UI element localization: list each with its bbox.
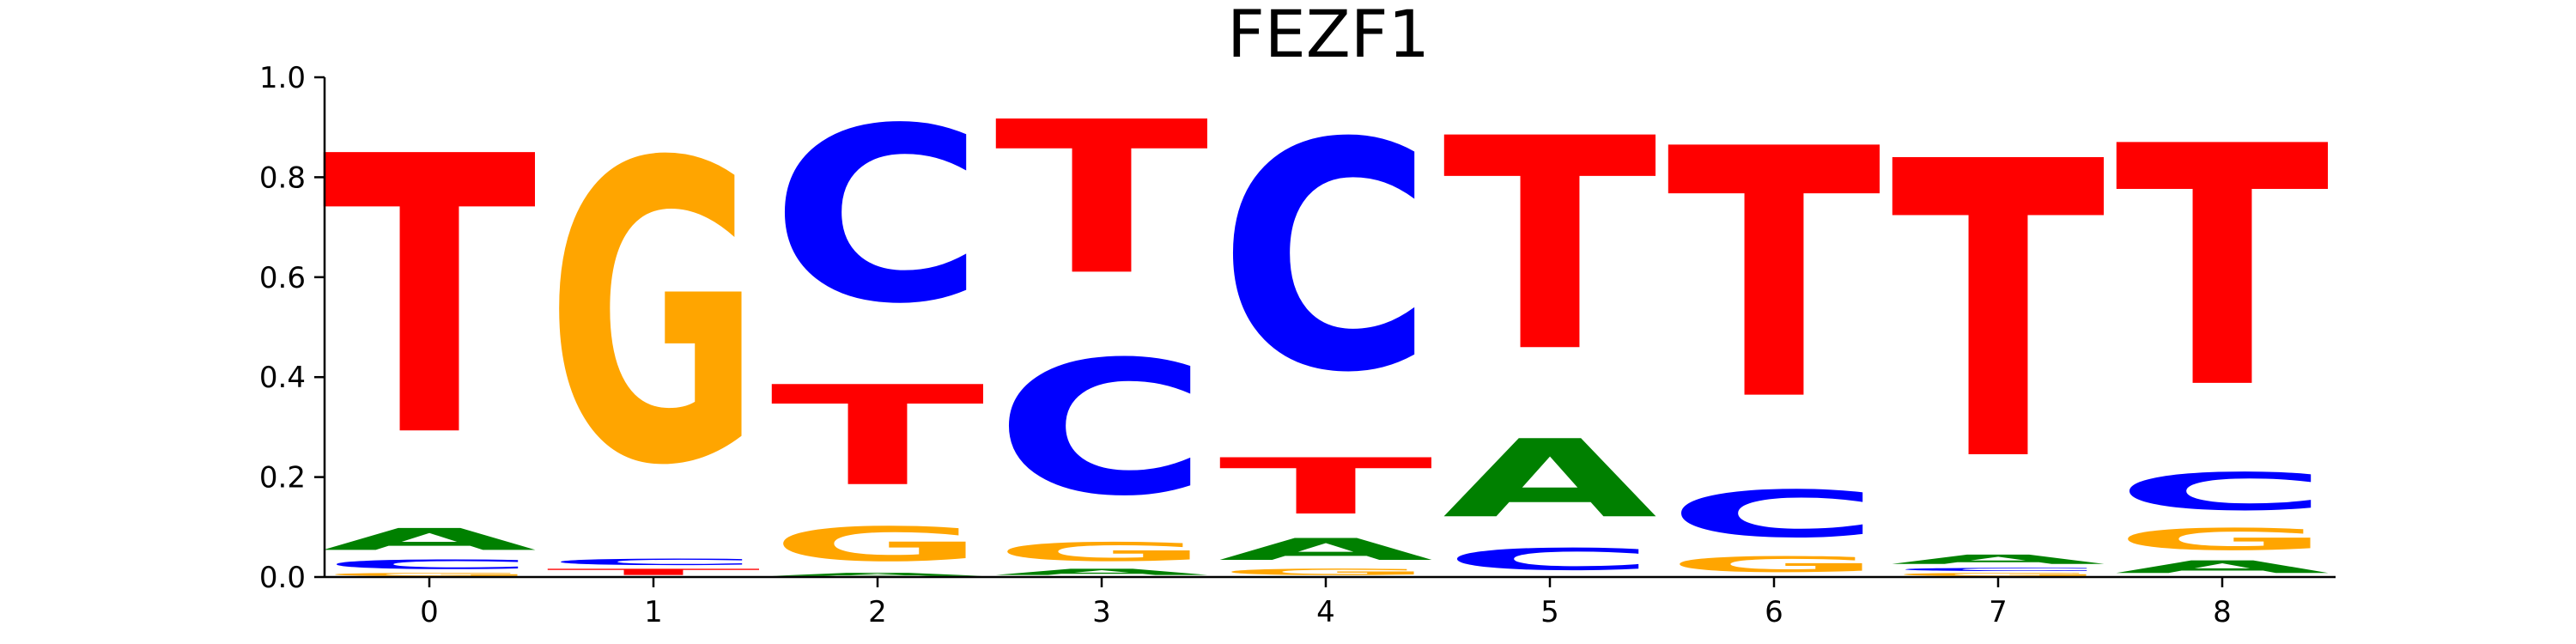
logo-letter-t: T	[322, 77, 538, 521]
logo-letter-c: C	[2115, 462, 2330, 522]
x-tick-label: 3	[1092, 595, 1111, 629]
logo-letter-a: A	[2115, 557, 2330, 577]
x-tick-label: 4	[1316, 595, 1335, 629]
x-axis: 0 1 2 3 4 5 6 7 8	[325, 575, 2336, 629]
x-tick-label: 5	[1540, 595, 1559, 629]
logo-letter-g: G	[770, 517, 985, 572]
logo-letter-g: G	[2115, 522, 2330, 557]
logo-letter-g: G	[322, 572, 537, 577]
logo-letter-c: C	[1218, 76, 1433, 441]
logo-letter-g: G	[1891, 572, 2105, 577]
y-tick-label: 0.8	[259, 161, 306, 195]
logo-letter-g: G	[1667, 552, 1881, 577]
y-axis: 0.0 0.2 0.4 0.6 0.8 1.0	[259, 61, 326, 595]
y-tick-label: 0.2	[259, 461, 306, 495]
y-tick-label: 0.0	[259, 561, 306, 595]
x-tick-label: 7	[1989, 595, 2008, 629]
logo-letter-c: C	[1667, 477, 1881, 552]
logo-letter-c: C	[1891, 567, 2105, 572]
logo-letter-a: A	[322, 522, 537, 557]
logo-letter-t: T	[1443, 77, 1659, 416]
chart-title: FEZF1	[1227, 0, 1430, 72]
logo-letter-t: T	[770, 357, 987, 517]
logo-letter-c: C	[322, 557, 537, 572]
logo-letter-g: G	[546, 76, 761, 556]
logo-letter-a: A	[770, 572, 985, 577]
x-tick-label: 0	[420, 595, 439, 629]
logo-letter-g: G	[1218, 567, 1433, 577]
logo-letter-a: A	[1443, 417, 1657, 542]
logo-letter-t: T	[546, 567, 762, 577]
logo-letter-c: C	[770, 76, 985, 356]
logo-letter-t: T	[1891, 76, 2107, 550]
logo-letter-c: C	[546, 557, 761, 568]
logo-letter-t: T	[1667, 77, 1883, 477]
y-tick-label: 0.6	[259, 261, 306, 295]
logo-letter-a: A	[1218, 532, 1433, 568]
logo-letter-a: A	[994, 567, 1209, 577]
logo-letter-g: G	[994, 537, 1209, 567]
x-tick-label: 6	[1765, 595, 1783, 629]
logo-letter-t: T	[2115, 76, 2331, 460]
logo-letter-a: A	[1891, 552, 2105, 567]
x-tick-label: 8	[2213, 595, 2232, 629]
logo-letter-t: T	[1218, 441, 1435, 532]
logo-letter-c: C	[1443, 542, 1657, 577]
logo-letter-t: T	[994, 77, 1211, 321]
x-tick-label: 1	[644, 595, 663, 629]
y-tick-label: 0.4	[259, 361, 306, 395]
logo-letter-c: C	[994, 322, 1209, 537]
y-tick-label: 1.0	[259, 61, 306, 95]
x-tick-label: 2	[868, 595, 887, 629]
